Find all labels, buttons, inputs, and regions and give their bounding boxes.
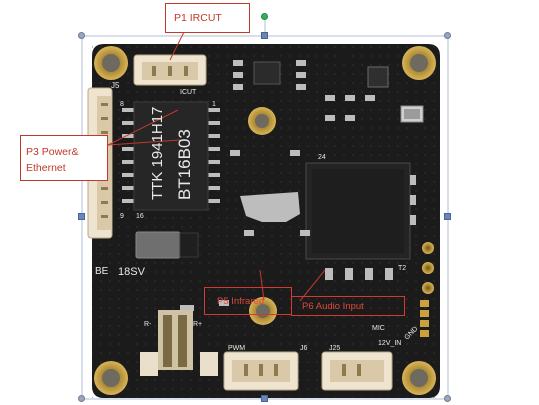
label-be: BE [95, 266, 109, 277]
resize-handle-bottom[interactable] [261, 395, 268, 402]
ircut-connector [133, 54, 207, 86]
label-pin16: 16 [136, 213, 144, 220]
resize-handle-top-right[interactable] [444, 32, 451, 39]
callout-p3-line2: Ethernet [26, 162, 66, 174]
label-j5: J5 [111, 81, 120, 90]
rotate-handle[interactable] [261, 13, 268, 20]
callout-p3-line1: P3 Power& [26, 146, 79, 158]
label-mic: MIC [372, 325, 385, 332]
callout-p1-ircut: P1 IRCUT [165, 3, 250, 33]
resize-handle-right[interactable] [444, 213, 451, 220]
callout-p1-text: P1 IRCUT [174, 12, 222, 24]
ir-terminal [140, 310, 218, 376]
label-pin1: 1 [212, 101, 216, 108]
label-pin24: 24 [318, 154, 326, 161]
label-pwm: PWM [228, 345, 245, 352]
callout-leaders [107, 29, 326, 302]
resize-handle-bottom-right[interactable] [444, 395, 451, 402]
label-j25: J25 [329, 345, 340, 352]
gold-pin-row [420, 300, 429, 337]
callout-p5-infrared: P5 Infrared [204, 287, 292, 315]
mic-connector [321, 351, 393, 391]
label-pin9: 9 [120, 213, 124, 220]
resize-handle-top-left[interactable] [78, 32, 85, 39]
callout-p6-audio-input: P6 Audio Input [291, 296, 405, 316]
label-chip-line2: BT16B03 [175, 129, 194, 200]
capacitor [179, 232, 199, 258]
mounting-holes [94, 46, 436, 395]
inductor [135, 231, 181, 259]
label-chip-line1: TTK 1941H17 [149, 107, 166, 200]
shield-patch [240, 192, 300, 222]
label-j6: J6 [300, 345, 308, 352]
gold-test-pads [422, 242, 434, 294]
label-r-plus: R+ [193, 321, 202, 328]
label-icut: ICUT [180, 89, 197, 96]
main-soc-chip [305, 162, 411, 260]
resize-handle-bottom-left[interactable] [78, 395, 85, 402]
small-components [180, 60, 424, 311]
pwm-connector [223, 351, 299, 391]
label-r-minus: R- [144, 321, 152, 328]
callout-p6-text: P6 Audio Input [302, 301, 364, 312]
callout-p3-power-ethernet: P3 Power& Ethernet [20, 135, 108, 181]
label-pin8: 8 [120, 101, 124, 108]
label-t2: T2 [398, 265, 406, 272]
label-12v-in: 12V_IN [378, 340, 401, 347]
resize-handle-top[interactable] [261, 32, 268, 39]
ethernet-transformer-chip [122, 101, 220, 211]
label-volt: 18SV [118, 266, 146, 278]
resize-handle-left[interactable] [78, 213, 85, 220]
callout-p5-text: P5 Infrared [217, 296, 264, 307]
